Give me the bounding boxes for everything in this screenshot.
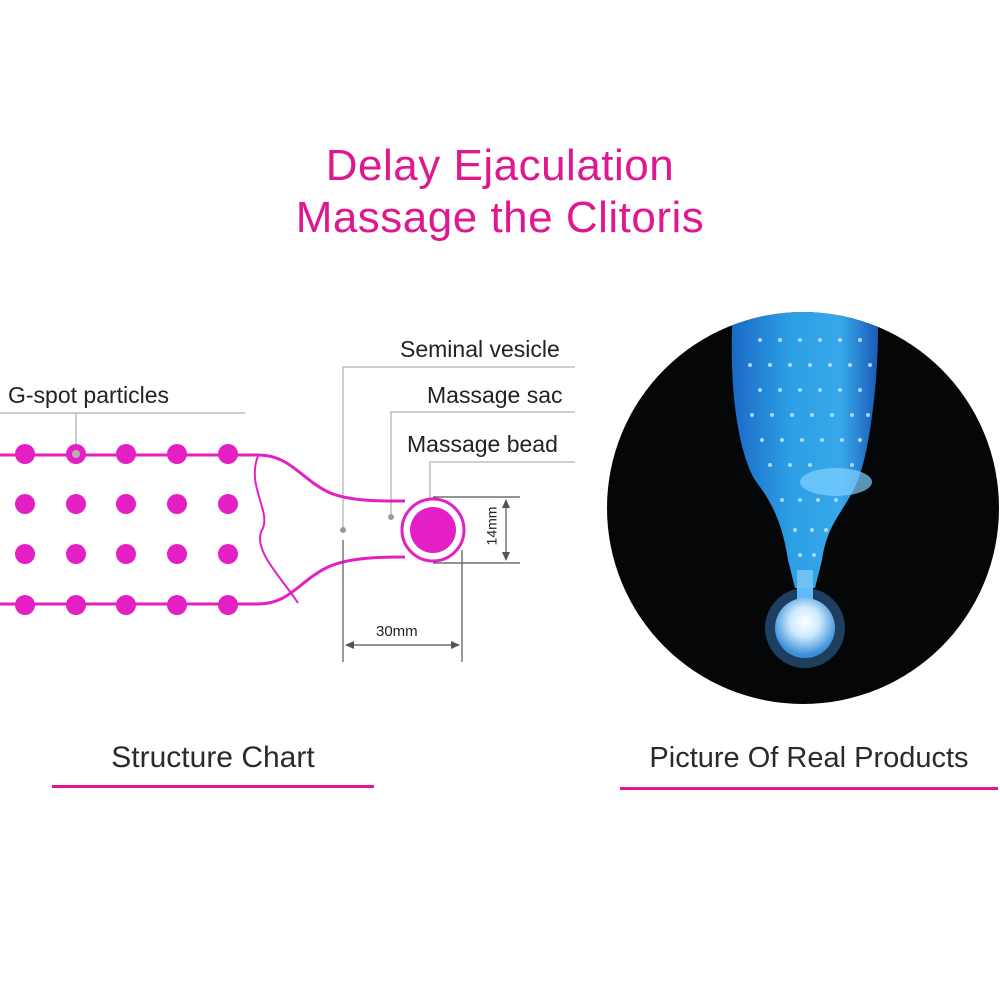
g-spot-particle [218,494,238,514]
g-spot-particle [15,595,35,615]
massage-bead-label: Massage bead [407,431,558,457]
massage-sac-dot [388,514,394,520]
g-spot-particle [116,544,136,564]
structure-chart-underline [52,785,374,788]
product-tube [731,312,878,588]
seminal-vesicle-label: Seminal vesicle [400,336,560,362]
product-photo [607,312,999,704]
length-dimension-label: 30mm [376,623,418,640]
g-spot-particle [218,444,238,464]
massage-sac-leader [390,411,575,517]
g-spot-particle [116,595,136,615]
g-spot-particle-grid [15,444,238,615]
headline-line-2: Massage the Clitoris [295,193,705,242]
g-spot-particle [167,444,187,464]
g-spot-particle [167,595,187,615]
structure-chart-caption: Structure Chart [111,741,315,774]
g-spot-particle [66,544,86,564]
height-dimension-label: 14mm [483,506,500,546]
product-stem [797,570,813,604]
product-bulb [775,598,835,658]
g-spot-particle [218,544,238,564]
g-spot-particle [66,494,86,514]
length-dimension [342,540,463,662]
g-spot-particle [116,494,136,514]
g-spot-particle [167,544,187,564]
g-spot-pointer-dot [72,450,80,458]
massage-sac-label: Massage sac [427,382,563,408]
device-outline [0,453,406,606]
product-highlight [800,468,872,496]
seminal-vesicle-leader [342,366,575,530]
massage-bead [410,507,456,553]
g-spot-particle [15,494,35,514]
real-products-caption: Picture Of Real Products [649,742,969,774]
g-spot-particle [116,444,136,464]
product-dots [748,338,872,557]
real-products-underline [620,787,998,790]
g-spot-particle [218,595,238,615]
seminal-vesicle-dot [340,527,346,533]
g-spot-particle [15,444,35,464]
g-spot-particle [167,494,187,514]
g-spot-particle [66,595,86,615]
g-spot-particles-label: G-spot particles [8,382,170,408]
height-dimension [433,496,520,564]
headline-line-1: Delay Ejaculation [325,141,675,190]
g-spot-particle [15,544,35,564]
band-curve [253,455,299,604]
